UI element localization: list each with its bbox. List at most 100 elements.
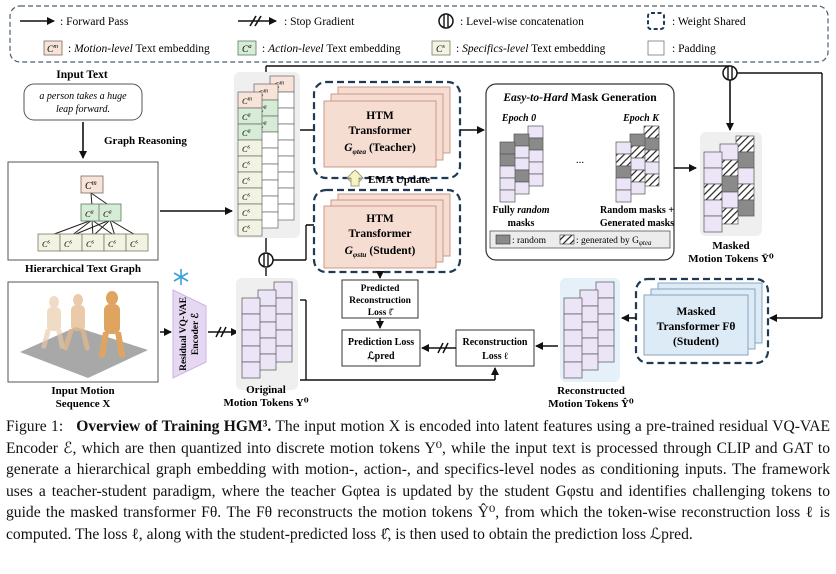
input-motion-line2: Sequence X	[56, 398, 111, 410]
token-cell	[615, 177, 632, 191]
token-cell	[527, 137, 544, 151]
recon-tokens-line2: Motion Tokens Ŷ⁰	[548, 398, 634, 410]
token-cell	[735, 151, 755, 169]
token-cell	[615, 141, 632, 155]
original-tokens-line1: Original	[246, 384, 286, 396]
text-embedding-stack: CmCmCaCaCmCaCaCsCsCsCsCsCs	[237, 75, 295, 237]
token-cell	[563, 329, 583, 347]
token-cell	[499, 189, 516, 203]
masked-transformer	[634, 277, 770, 365]
motion-level-swatch	[43, 40, 63, 56]
token-cell	[273, 297, 293, 315]
input-text-box	[23, 83, 143, 121]
random-generated-l2: Generated masks	[600, 218, 674, 229]
token-cell	[629, 145, 646, 159]
embedding-cell-label: Cs	[242, 224, 251, 234]
predicted-loss-l1: Predicted	[361, 284, 401, 294]
prediction-loss-box	[341, 329, 421, 367]
token-cell	[513, 133, 530, 147]
epochk-label: Epoch K	[622, 113, 660, 124]
original-tokens-line2: Motion Tokens Y⁰	[223, 397, 308, 409]
random-generated-l1: Random masks +	[600, 205, 674, 216]
token-cell	[643, 125, 660, 139]
token-cell	[273, 281, 293, 299]
token-cell	[513, 157, 530, 171]
token-cell	[703, 167, 723, 185]
token-cell	[513, 181, 530, 195]
graph-reasoning-label: Graph Reasoning	[104, 135, 187, 147]
fully-random-l1: Fully random	[493, 205, 550, 216]
action-swatch-symbol: Ca	[242, 43, 252, 55]
token-cell	[527, 125, 544, 139]
input-motion-image	[7, 281, 159, 383]
token-cell	[643, 161, 660, 175]
legend: : Forward Pass : Stop Gradient : Level-w…	[9, 5, 829, 63]
legend-shared-label: : Weight Shared	[672, 16, 746, 28]
epoch0-mask-stack	[499, 125, 544, 203]
graph-node-action-label: Ca	[85, 209, 94, 219]
token-cell	[629, 133, 646, 147]
token-cell	[615, 189, 632, 203]
graph-label: Hierarchical Text Graph	[25, 263, 141, 275]
legend-specifics-label: : Specifics-level Text embedding	[456, 43, 606, 55]
reconstruction-loss-box	[455, 329, 535, 367]
embedding-cell-label: Cs	[242, 144, 251, 154]
token-cell	[735, 183, 755, 201]
token-cell	[499, 165, 516, 179]
token-cell	[643, 173, 660, 187]
token-cell	[719, 159, 739, 177]
legend-concat-label: : Level-wise concatenation	[460, 16, 584, 28]
token-cell	[241, 361, 261, 379]
concat-icon	[438, 13, 454, 29]
concat-symbol-lower	[258, 252, 274, 268]
stop-gradient-loss-arrow	[421, 342, 456, 354]
motion-swatch-symbol: Cm	[47, 43, 58, 55]
input-text-title: Input Text	[56, 69, 108, 81]
legend-forward-label: : Forward Pass	[60, 16, 129, 28]
htm-transformer-student	[312, 188, 462, 274]
graph-node-motion-label: Cm	[85, 179, 97, 192]
padding-swatch	[647, 40, 665, 56]
token-cell	[527, 173, 544, 187]
embedding-cell-label: Cs	[242, 176, 251, 186]
embedding-cell	[237, 219, 263, 237]
token-cell	[735, 167, 755, 185]
action-level-swatch	[237, 40, 257, 56]
htm-transformer-teacher	[312, 80, 462, 180]
embedding-cell-label: Cs	[242, 208, 251, 218]
token-cell	[241, 345, 261, 363]
token-cell	[595, 329, 615, 347]
epoch0-label: Epoch 0	[501, 113, 536, 124]
specifics-level-swatch	[431, 40, 451, 56]
token-cell	[643, 149, 660, 163]
token-cell	[257, 289, 277, 307]
generated-key-swatch	[559, 234, 575, 245]
random-key-swatch	[495, 234, 511, 245]
token-cell	[527, 161, 544, 175]
reconstruction-loss-l2: Loss ℓ	[482, 351, 508, 362]
token-cell	[595, 345, 615, 363]
token-cell	[643, 137, 660, 151]
embedding-cell-label: Cs	[242, 192, 251, 202]
token-cell	[719, 207, 739, 225]
token-cell	[241, 297, 261, 315]
token-cell	[579, 353, 599, 371]
epoch-dots: ...	[576, 154, 585, 166]
student-l2: Transformer	[348, 228, 411, 240]
token-cell	[273, 313, 293, 331]
embedding-cell-label: Cs	[242, 160, 251, 170]
token-cell	[257, 337, 277, 355]
snowflake-icon	[173, 269, 189, 285]
token-cell	[579, 305, 599, 323]
weight-shared-icon	[647, 12, 665, 30]
vqvae-encoder	[172, 289, 207, 379]
token-cell	[629, 181, 646, 195]
token-cell	[241, 313, 261, 331]
masked-tokens-line1: Masked	[712, 240, 749, 252]
graph-node-action-label: Ca	[103, 209, 112, 219]
generated-key-label: : generated by Gφtea	[576, 236, 652, 247]
token-cell	[563, 345, 583, 363]
token-cell	[703, 183, 723, 201]
token-cell	[513, 169, 530, 183]
token-cell	[527, 149, 544, 163]
